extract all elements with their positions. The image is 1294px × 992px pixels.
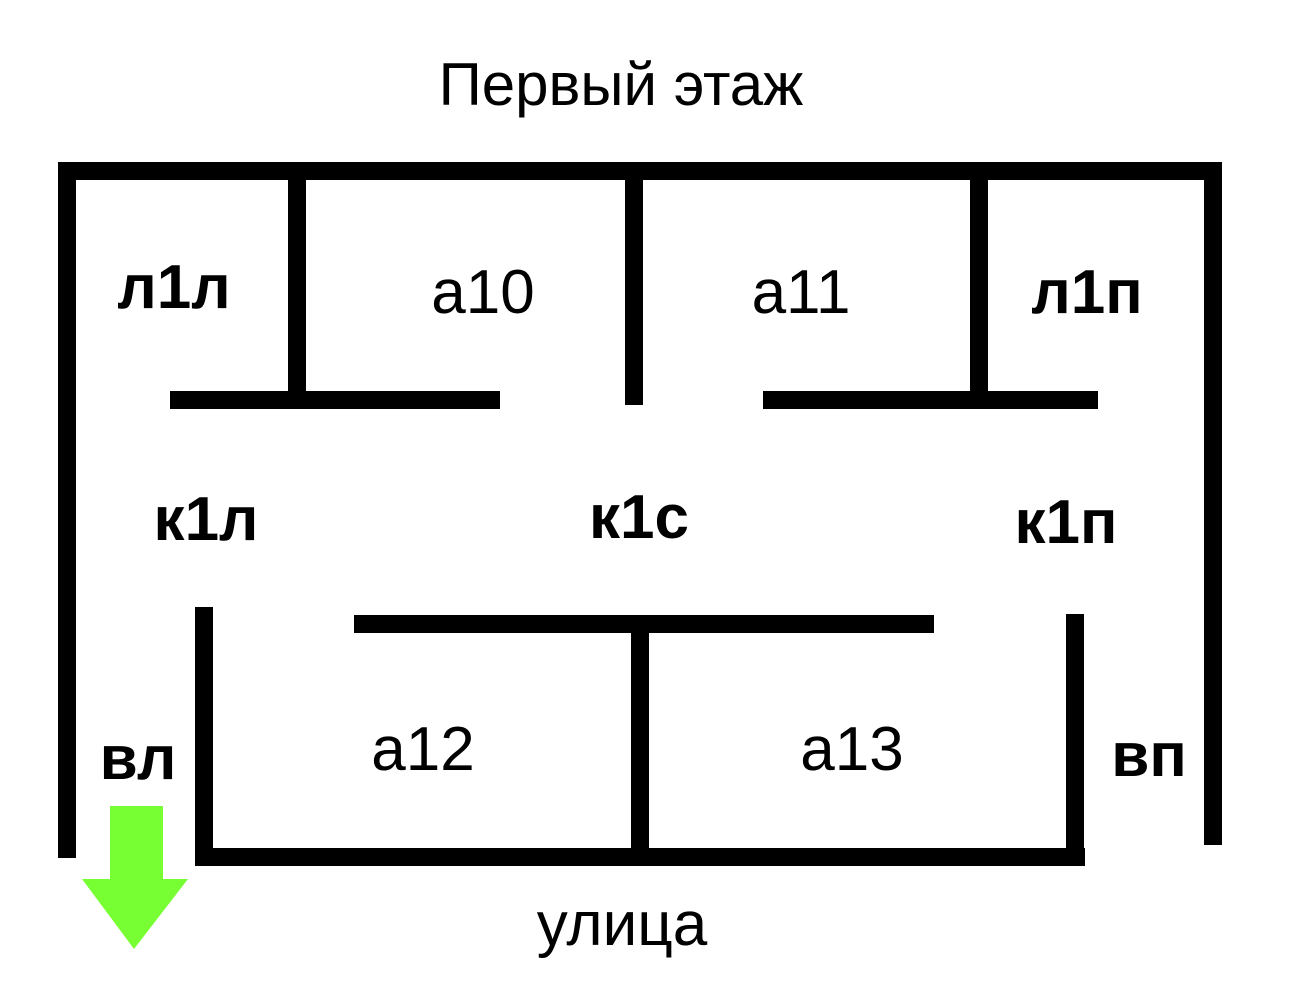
wall-l1l-a10 [288, 170, 306, 408]
wall-a12-a13 [631, 615, 649, 858]
room-label-k1s: к1с [589, 483, 689, 552]
outer-wall-right [1204, 162, 1222, 845]
arrow-down-icon [82, 806, 188, 949]
room-label-a10: а10 [431, 258, 534, 327]
room-label-a13: а13 [800, 715, 903, 784]
room-label-l1l: л1л [117, 253, 230, 322]
street-label: улица [537, 890, 708, 959]
room-label-a11: а11 [752, 258, 851, 327]
wall-a11-l1p [970, 170, 988, 400]
wall-a13-vp [1066, 614, 1084, 866]
room-label-a12: а12 [371, 715, 474, 784]
room-label-k1p: к1п [1015, 488, 1118, 557]
room-label-vp: вп [1111, 721, 1187, 790]
outer-wall-left [58, 162, 76, 858]
room-label-l1p: л1п [1031, 258, 1142, 327]
wall-top-left-corridor [170, 391, 500, 409]
wall-vl-a12 [195, 607, 213, 866]
room-label-k1l: к1л [154, 485, 259, 554]
walls [58, 162, 1222, 866]
wall-top-right-corridor [763, 391, 1098, 409]
room-label-vl: вл [100, 724, 177, 793]
wall-street [195, 848, 1085, 866]
floor-title: Первый этаж [439, 51, 804, 118]
wall-a10-a11 [625, 170, 643, 405]
